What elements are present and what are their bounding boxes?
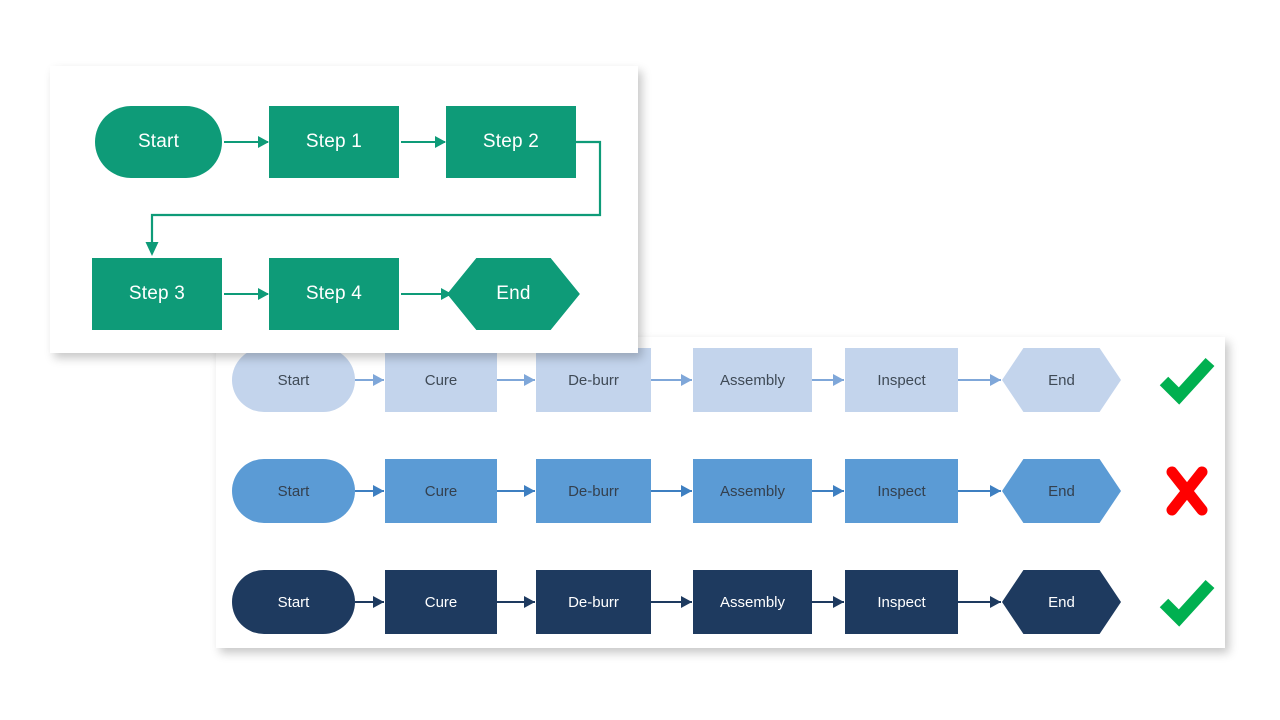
- process-arrow: [355, 601, 384, 603]
- connector-step3-to-step4: [224, 288, 269, 300]
- process-arrow: [812, 379, 844, 381]
- process-node-assembly[interactable]: Assembly: [693, 570, 812, 634]
- connector-step2-to-step3: [145, 140, 602, 256]
- process-arrow: [497, 379, 535, 381]
- process-arrow: [651, 490, 692, 492]
- flow-node-step1[interactable]: Step 1: [269, 106, 399, 178]
- green-flowchart: Start Step 1 Step 2 Step 3 Step 4 End: [50, 66, 638, 353]
- generic-flowchart-card: Start Step 1 Step 2 Step 3 Step 4 End: [50, 66, 638, 353]
- check-mark-icon: [1157, 570, 1217, 634]
- process-node-label: Cure: [424, 482, 458, 500]
- process-node-label: De-burr: [568, 482, 619, 500]
- process-node-end[interactable]: End: [1002, 348, 1121, 412]
- process-arrow-head: [681, 596, 692, 608]
- process-node-de-burr[interactable]: De-burr: [536, 570, 651, 634]
- cross-mark-icon: [1157, 459, 1217, 523]
- process-node-assembly[interactable]: Assembly: [693, 459, 812, 523]
- process-arrow-head: [524, 485, 535, 497]
- process-node-start[interactable]: Start: [232, 348, 355, 412]
- process-node-de-burr[interactable]: De-burr: [536, 459, 651, 523]
- process-node-cure[interactable]: Cure: [385, 570, 497, 634]
- hexagon-shape: [1002, 459, 1121, 523]
- process-node-start[interactable]: Start: [232, 570, 355, 634]
- process-node-label: Start: [277, 482, 310, 500]
- process-row-1: Start Cure De-burr Assembly Inspect End: [216, 348, 1225, 412]
- flow-node-step1-label: Step 1: [305, 131, 363, 152]
- process-arrow: [355, 490, 384, 492]
- process-node-label: Assembly: [719, 593, 786, 611]
- process-arrow-head: [524, 374, 535, 386]
- process-arrow: [958, 379, 1001, 381]
- process-node-label: Assembly: [719, 371, 786, 389]
- connector-step1-to-step2: [401, 136, 446, 148]
- process-arrow: [812, 601, 844, 603]
- process-node-label: Assembly: [719, 482, 786, 500]
- hexagon-shape: [1002, 348, 1121, 412]
- process-node-inspect[interactable]: Inspect: [845, 570, 958, 634]
- flow-node-step4-label: Step 4: [305, 283, 363, 304]
- flow-node-end-label: End: [496, 283, 531, 304]
- process-arrow-head: [990, 596, 1001, 608]
- flow-node-step3[interactable]: Step 3: [92, 258, 222, 330]
- process-node-label: Cure: [424, 371, 458, 389]
- process-arrow: [812, 490, 844, 492]
- process-arrow-head: [373, 596, 384, 608]
- process-node-cure[interactable]: Cure: [385, 348, 497, 412]
- process-arrow-head: [833, 596, 844, 608]
- connector-step4-to-end: [401, 288, 452, 300]
- process-node-label: Inspect: [877, 371, 926, 389]
- hexagon-shape: [1002, 570, 1121, 634]
- process-node-label: End: [1048, 482, 1075, 500]
- flow-node-step3-label: Step 3: [128, 283, 186, 304]
- process-node-end[interactable]: End: [1002, 459, 1121, 523]
- process-node-inspect[interactable]: Inspect: [845, 459, 958, 523]
- process-node-label: End: [1048, 593, 1075, 611]
- process-arrow-head: [681, 485, 692, 497]
- process-arrow: [651, 379, 692, 381]
- process-node-start[interactable]: Start: [232, 459, 355, 523]
- process-node-de-burr[interactable]: De-burr: [536, 348, 651, 412]
- process-node-cure[interactable]: Cure: [385, 459, 497, 523]
- hexagon-shape: [447, 258, 580, 330]
- process-node-label: End: [1048, 371, 1075, 389]
- process-arrow-head: [833, 374, 844, 386]
- process-arrow-head: [990, 374, 1001, 386]
- process-node-label: Start: [277, 371, 310, 389]
- process-row-3: Start Cure De-burr Assembly Inspect End: [216, 570, 1225, 634]
- process-arrow: [497, 490, 535, 492]
- check-mark-icon: [1157, 348, 1217, 412]
- process-arrow: [497, 601, 535, 603]
- flow-node-start[interactable]: Start: [95, 106, 222, 178]
- connector-start-to-step1: [224, 136, 269, 148]
- process-row-2: Start Cure De-burr Assembly Inspect End: [216, 459, 1225, 523]
- flow-node-end[interactable]: End: [447, 258, 580, 330]
- process-node-label: Cure: [424, 593, 458, 611]
- flow-node-step4[interactable]: Step 4: [269, 258, 399, 330]
- process-arrow-head: [373, 374, 384, 386]
- flow-node-step2-label: Step 2: [482, 131, 540, 152]
- process-arrow: [958, 601, 1001, 603]
- process-node-end[interactable]: End: [1002, 570, 1121, 634]
- process-arrow: [651, 601, 692, 603]
- process-node-inspect[interactable]: Inspect: [845, 348, 958, 412]
- process-node-label: De-burr: [568, 371, 619, 389]
- process-arrow: [355, 379, 384, 381]
- flow-node-step2[interactable]: Step 2: [446, 106, 576, 178]
- flow-node-start-label: Start: [137, 131, 180, 152]
- process-node-label: De-burr: [568, 593, 619, 611]
- process-arrow-head: [990, 485, 1001, 497]
- process-node-label: Inspect: [877, 593, 926, 611]
- process-arrow-head: [681, 374, 692, 386]
- process-arrow: [958, 490, 1001, 492]
- process-arrow-head: [524, 596, 535, 608]
- process-node-label: Inspect: [877, 482, 926, 500]
- process-arrow-head: [373, 485, 384, 497]
- process-arrow-head: [833, 485, 844, 497]
- process-node-assembly[interactable]: Assembly: [693, 348, 812, 412]
- process-node-label: Start: [277, 593, 310, 611]
